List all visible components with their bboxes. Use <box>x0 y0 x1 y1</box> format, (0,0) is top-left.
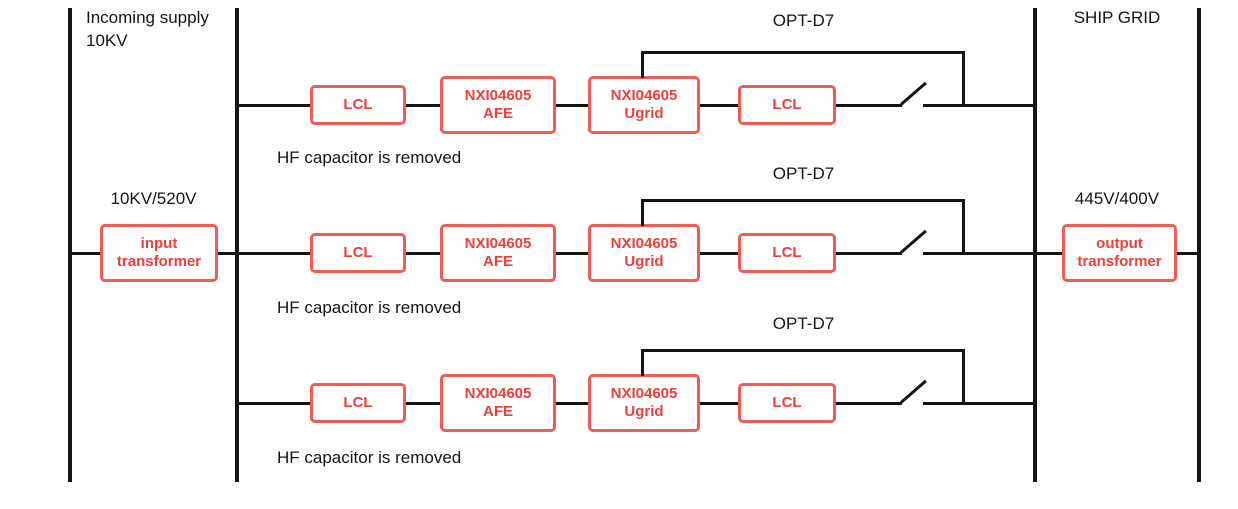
wire-segment <box>556 252 588 255</box>
ugrid-inverter-box: NXI04605 Ugrid <box>588 224 700 282</box>
lcl-filter-output-box: LCL <box>738 85 836 125</box>
afe-type-label: AFE <box>483 105 513 122</box>
wire-segment <box>700 252 738 255</box>
lcl-label: LCL <box>772 244 802 261</box>
opt-feedback-drop-wire <box>962 199 965 255</box>
wire-segment <box>556 104 588 107</box>
opt-d7-label: OPT-D7 <box>772 11 835 30</box>
opt-feedback-top-wire <box>641 349 965 352</box>
ugrid-inverter-box: NXI04605 Ugrid <box>588 374 700 432</box>
incoming-supply-label-line1: Incoming supply <box>86 8 209 27</box>
opt-feedback-tap-wire <box>641 350 644 376</box>
ugrid-model-label: NXI04605 <box>610 385 678 402</box>
wire-segment <box>700 402 738 405</box>
wire-segment <box>406 104 440 107</box>
opt-feedback-top-wire <box>641 51 965 54</box>
opt-feedback-drop-wire <box>962 349 965 405</box>
ugrid-inverter-box: NXI04605 Ugrid <box>588 76 700 134</box>
wire-output-transformer-to-grid <box>1175 252 1199 255</box>
afe-type-label: AFE <box>483 253 513 270</box>
wire-segment <box>923 402 1035 405</box>
afe-model-label: NXI04605 <box>464 235 532 252</box>
output-transformer-ratio-label: 445V/400V <box>1074 189 1160 208</box>
opt-feedback-tap-wire <box>641 52 644 78</box>
wire-input-transformer-to-bus <box>216 252 237 255</box>
incoming-supply-label-line2: 10KV <box>86 31 128 50</box>
ship-grid-busbar-right <box>1197 8 1201 482</box>
opt-feedback-drop-wire <box>962 51 965 107</box>
wire-segment <box>556 402 588 405</box>
afe-type-label: AFE <box>483 403 513 420</box>
ugrid-model-label: NXI04605 <box>610 235 678 252</box>
incoming-supply-busbar <box>68 8 72 482</box>
wire-segment <box>237 252 310 255</box>
output-transformer-name-line2: transformer <box>1077 253 1162 270</box>
wire-segment <box>237 104 310 107</box>
ugrid-type-label: Ugrid <box>624 403 664 420</box>
afe-model-label: NXI04605 <box>464 87 532 104</box>
wire-bus-to-output-transformer <box>1035 252 1064 255</box>
wire-segment <box>700 104 738 107</box>
afe-converter-box: NXI04605 AFE <box>440 374 556 432</box>
opt-feedback-top-wire <box>641 199 965 202</box>
lcl-label: LCL <box>343 394 373 411</box>
lcl-label: LCL <box>343 96 373 113</box>
opt-d7-label: OPT-D7 <box>772 164 835 183</box>
output-transformer-name-line1: output <box>1096 235 1143 252</box>
lcl-filter-input-box: LCL <box>310 85 406 125</box>
lcl-filter-output-box: LCL <box>738 233 836 273</box>
lcl-filter-output-box: LCL <box>738 383 836 423</box>
input-transformer-box: input transformer <box>100 224 218 282</box>
lcl-filter-input-box: LCL <box>310 383 406 423</box>
lcl-label: LCL <box>343 244 373 261</box>
wire-segment <box>923 252 1035 255</box>
disconnect-switch-blade <box>900 229 927 254</box>
lcl-label: LCL <box>772 96 802 113</box>
afe-converter-box: NXI04605 AFE <box>440 224 556 282</box>
ugrid-type-label: Ugrid <box>624 105 664 122</box>
opt-d7-label: OPT-D7 <box>772 314 835 333</box>
opt-feedback-tap-wire <box>641 200 644 226</box>
output-transformer-box: output transformer <box>1062 224 1177 282</box>
lcl-label: LCL <box>772 394 802 411</box>
ugrid-model-label: NXI04605 <box>610 87 678 104</box>
wire-segment <box>237 402 310 405</box>
input-transformer-name-line2: transformer <box>116 253 202 270</box>
ugrid-type-label: Ugrid <box>624 253 664 270</box>
wire-segment <box>406 402 440 405</box>
input-transformer-ratio-label: 10KV/520V <box>110 189 197 208</box>
ship-grid-busbar-left <box>1033 8 1037 482</box>
disconnect-switch-blade <box>900 379 927 404</box>
hf-capacitor-note: HF capacitor is removed <box>277 148 462 167</box>
wire-segment <box>923 104 1035 107</box>
input-transformer-name-line1: input <box>140 235 178 252</box>
wire-segment <box>836 402 902 405</box>
ship-grid-label: SHIP GRID <box>1073 8 1161 27</box>
afe-converter-box: NXI04605 AFE <box>440 76 556 134</box>
wire-segment <box>836 104 902 107</box>
lcl-filter-input-box: LCL <box>310 233 406 273</box>
afe-model-label: NXI04605 <box>464 385 532 402</box>
wire-incoming-to-input-transformer <box>70 252 102 255</box>
wire-segment <box>836 252 902 255</box>
hf-capacitor-note: HF capacitor is removed <box>277 298 462 317</box>
disconnect-switch-blade <box>900 81 927 106</box>
distribution-busbar <box>235 8 239 482</box>
hf-capacitor-note: HF capacitor is removed <box>277 448 462 467</box>
wire-segment <box>406 252 440 255</box>
